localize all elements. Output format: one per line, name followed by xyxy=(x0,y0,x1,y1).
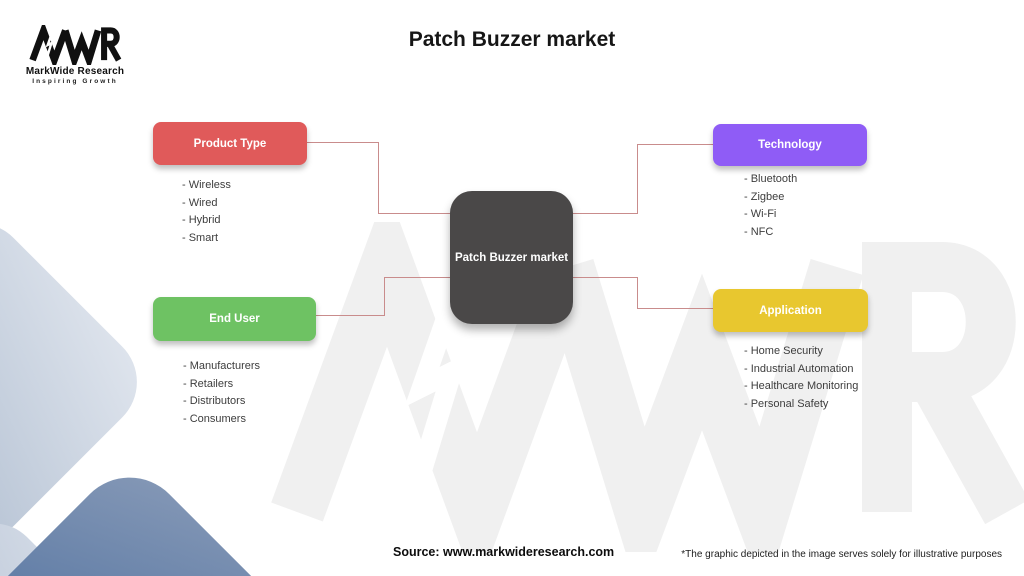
list-item: - Hybrid xyxy=(182,214,221,226)
logo-tagline-text: Inspiring Growth xyxy=(32,78,118,85)
connector-application-h1 xyxy=(572,277,638,278)
logo-brand-text: MarkWide Research xyxy=(25,66,125,77)
product-type-items: - Wireless - Wired - Hybrid - Smart xyxy=(182,177,231,247)
technology-items: - Bluetooth - Zigbee - Wi-Fi - NFC xyxy=(744,171,797,241)
list-item: - Healthcare Monitoring xyxy=(744,380,859,392)
node-application-label: Application xyxy=(759,304,822,317)
brand-watermark-icon xyxy=(271,222,1024,552)
list-item: - Wireless xyxy=(182,179,231,191)
connector-product-type-h1 xyxy=(307,142,379,143)
source-text: Source: www.markwideresearch.com xyxy=(393,545,615,559)
connector-technology-h2 xyxy=(572,213,638,214)
node-end-user: End User xyxy=(153,297,316,341)
list-item: - NFC xyxy=(744,225,774,238)
list-item: - Zigbee xyxy=(744,190,785,203)
logo: MarkWide Research Inspiring Growth xyxy=(20,25,130,85)
list-item: - Distributors xyxy=(183,395,246,407)
connector-end-user-v xyxy=(384,277,385,316)
center-node-label: Patch Buzzer market xyxy=(454,251,569,264)
page-title: Patch Buzzer market xyxy=(408,28,616,51)
disclaimer-text: *The graphic depicted in the image serve… xyxy=(681,549,1002,560)
list-item: - Bluetooth xyxy=(744,173,798,185)
list-item: - Consumers xyxy=(183,412,246,425)
connector-product-type-h2 xyxy=(378,213,451,214)
center-node: Patch Buzzer market xyxy=(450,191,573,324)
node-product-type: Product Type xyxy=(153,122,307,165)
connector-technology-v xyxy=(637,144,638,214)
node-end-user-label: End User xyxy=(209,313,260,325)
list-item: - Home Security xyxy=(744,345,823,357)
list-item: - Wi-Fi xyxy=(744,208,777,220)
list-item: - Retailers xyxy=(183,377,234,390)
node-technology: Technology xyxy=(713,124,867,166)
connector-end-user-h1 xyxy=(316,315,385,316)
end-user-items: - Manufacturers - Retailers - Distributo… xyxy=(183,358,260,428)
node-technology-label: Technology xyxy=(758,139,822,151)
application-items: - Home Security - Industrial Automation … xyxy=(744,343,858,413)
connector-application-h2 xyxy=(637,308,714,309)
list-item: - Industrial Automation xyxy=(744,362,854,375)
list-item: - Manufacturers xyxy=(183,360,261,372)
list-item: - Wired xyxy=(182,196,218,209)
node-product-type-label: Product Type xyxy=(193,137,267,150)
list-item: - Smart xyxy=(182,231,219,244)
connector-product-type-v xyxy=(378,142,379,214)
node-application: Application xyxy=(713,289,868,332)
connector-application-v xyxy=(637,277,638,309)
connector-end-user-h2 xyxy=(384,277,451,278)
mwr-logo-icon xyxy=(29,25,122,65)
connector-technology-h1 xyxy=(637,144,714,145)
list-item: - Personal Safety xyxy=(744,397,829,410)
